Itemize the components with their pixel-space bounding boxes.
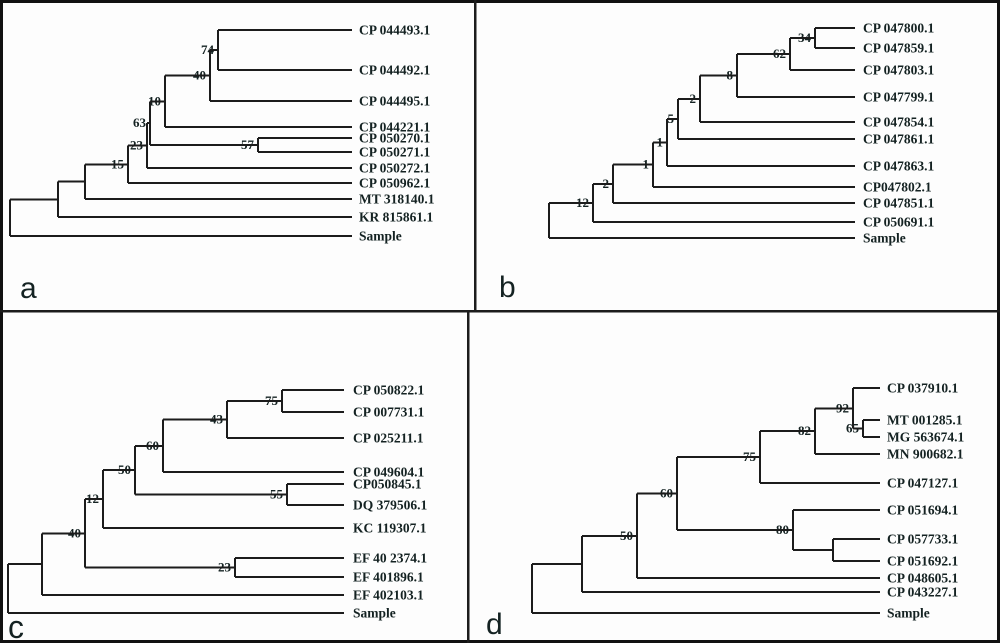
taxon-label: CP 050270.1: [359, 131, 431, 146]
taxon-label: EF 401896.1: [353, 570, 424, 585]
panel-letter-b: b: [499, 271, 516, 304]
taxon-label: CP 051692.1: [887, 554, 959, 569]
taxon-label: MT 001285.1: [887, 413, 963, 428]
panel-letter-c: c: [8, 609, 24, 643]
taxon-label: Sample: [887, 606, 930, 621]
bootstrap-value: 63: [133, 115, 147, 130]
taxon-label: CP 047859.1: [863, 41, 935, 56]
taxon-label: CP 051694.1: [887, 503, 959, 518]
taxon-label: CP 047800.1: [863, 21, 935, 36]
taxon-label: EF 40 2374.1: [353, 551, 427, 566]
taxon-label: MN 900682.1: [887, 447, 964, 462]
taxon-label: CP 050962.1: [359, 176, 431, 191]
taxon-label: Sample: [863, 231, 906, 246]
taxon-label: CP 043227.1: [887, 585, 959, 600]
tree-panel-b: 346282511212CP 047800.1CP 047859.1CP 047…: [499, 21, 935, 305]
taxon-label: KR 815861.1: [359, 210, 434, 225]
taxon-label: CP 047863.1: [863, 159, 935, 174]
taxon-label: CP 047799.1: [863, 90, 935, 105]
taxon-label: CP 047861.1: [863, 132, 935, 147]
taxon-label: CP 047127.1: [887, 476, 959, 491]
taxon-label: CP 044221.1: [359, 120, 431, 135]
taxon-label: MG 563674.1: [887, 430, 964, 445]
taxon-label: CP 050272.1: [359, 161, 431, 176]
taxon-label: CP 047803.1: [863, 63, 935, 78]
taxon-label: CP 057733.1: [887, 532, 959, 547]
taxon-label: Sample: [359, 229, 402, 244]
taxon-label: CP 050271.1: [359, 145, 431, 160]
taxon-label: DQ 379506.1: [353, 498, 428, 513]
taxon-label: EF 402103.1: [353, 588, 424, 603]
tree-panel-d: 65928275806050CP 037910.1MT 001285.1MG 5…: [486, 381, 964, 642]
taxon-label: CP050845.1: [353, 477, 422, 492]
taxon-label: CP 037910.1: [887, 381, 959, 396]
panel-letter-a: a: [20, 272, 37, 305]
taxon-label: KC 119307.1: [353, 521, 427, 536]
taxon-label: CP 044493.1: [359, 23, 431, 38]
taxon-label: CP047802.1: [863, 180, 932, 195]
taxon-label: CP 050691.1: [863, 215, 935, 230]
panel-letter-d: d: [486, 608, 503, 641]
taxon-label: CP 025211.1: [353, 431, 424, 446]
taxon-label: CP 049604.1: [353, 465, 425, 480]
bootstrap-value: 74: [201, 42, 215, 57]
taxon-label: CP 047851.1: [863, 196, 935, 211]
taxon-label: CP 047854.1: [863, 115, 935, 130]
taxon-label: CP 007731.1: [353, 405, 425, 420]
taxon-label: Sample: [353, 606, 396, 621]
taxon-label: CP 048605.1: [887, 571, 959, 586]
taxon-label: CP 050822.1: [353, 383, 425, 398]
taxon-label: CP 044495.1: [359, 94, 431, 109]
taxon-label: CP 044492.1: [359, 63, 431, 78]
taxon-label: MT 318140.1: [359, 192, 435, 207]
